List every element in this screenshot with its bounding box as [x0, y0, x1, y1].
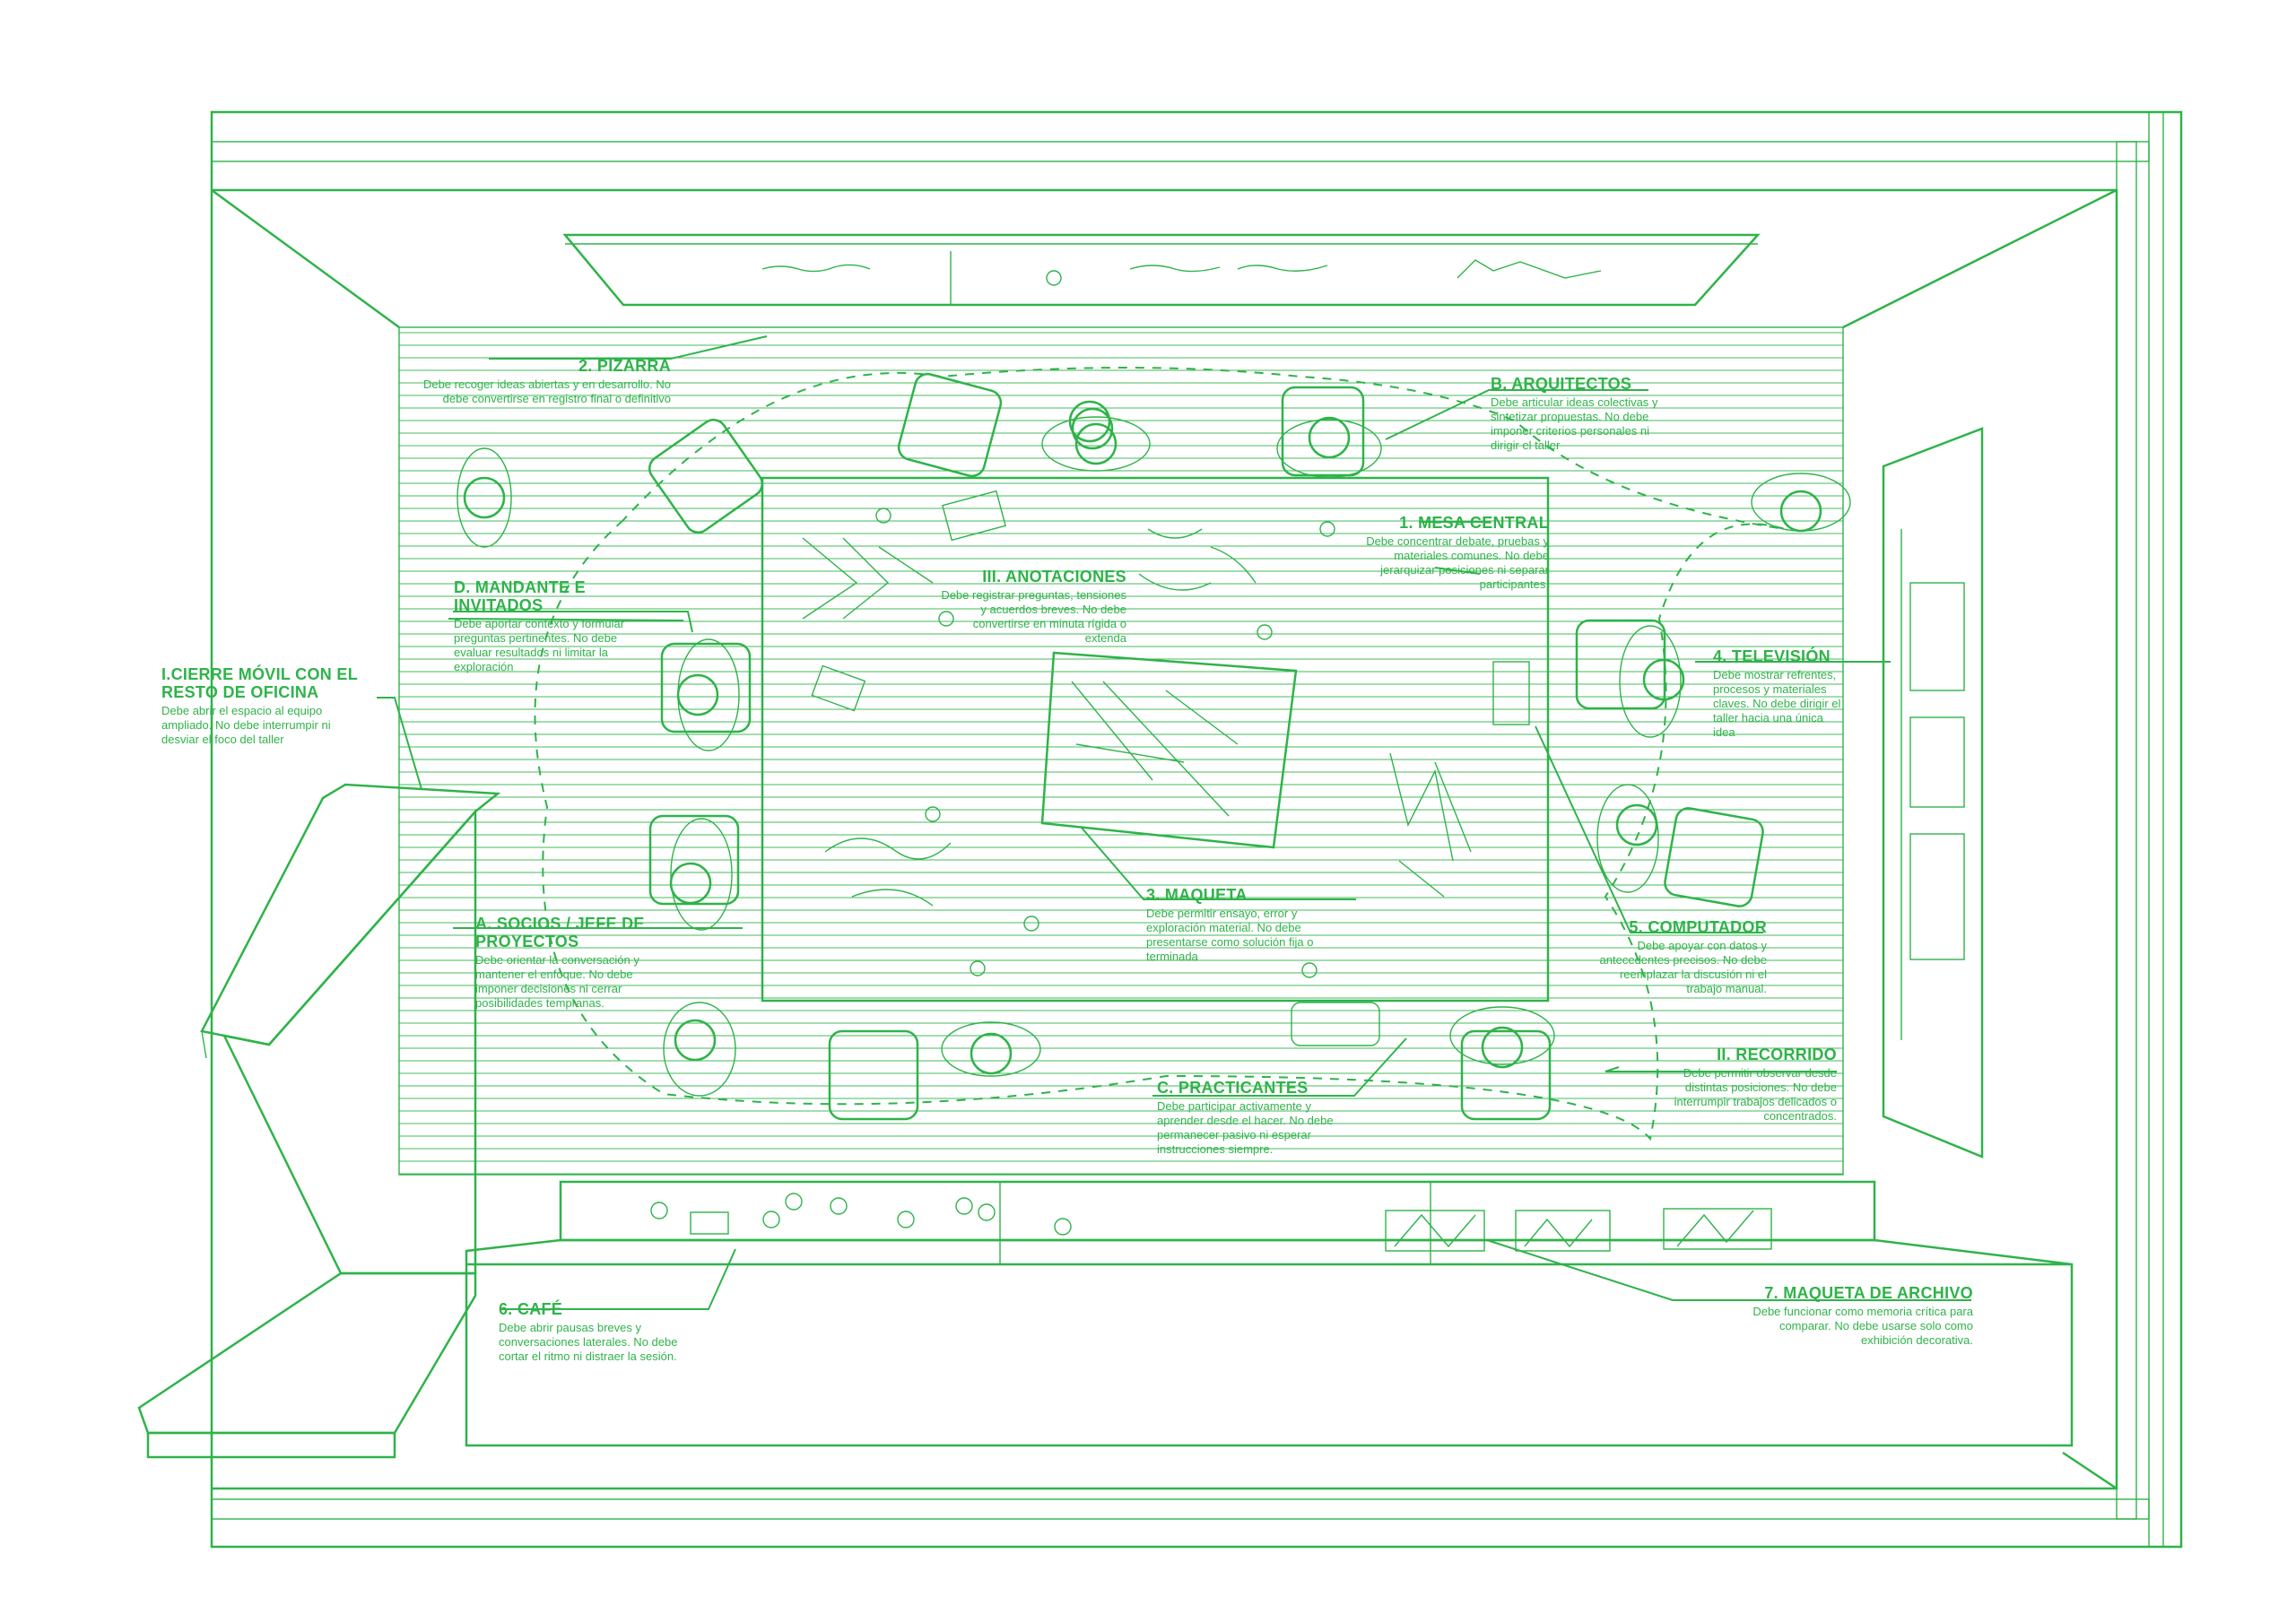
label-mesa-central-title: 1. MESA CENTRAL: [1399, 514, 1549, 532]
chairs: [648, 372, 1764, 1121]
central-table: [761, 476, 1550, 1002]
counter: [465, 1180, 2074, 1447]
label-cierre: I.CIERRE MÓVIL CON EL RESTO DE OFICINA D…: [161, 665, 359, 747]
label-recorrido-desc: Debe permitir observar desde distintas p…: [1674, 1066, 1837, 1123]
people: [457, 400, 1851, 1097]
label-practicantes-title: C. PRACTICANTES: [1157, 1079, 1309, 1097]
label-anotaciones-title: III. ANOTACIONES: [982, 568, 1126, 586]
label-cierre-title: I.CIERRE MÓVIL CON EL RESTO DE OFICINA: [161, 665, 358, 701]
label-computador-title: 5. COMPUTADOR: [1629, 918, 1767, 936]
circulation-path: [534, 367, 1786, 1141]
label-pizarra-title: 2. PIZARRA: [578, 357, 671, 375]
label-recorrido-title: II. RECORRIDO: [1717, 1046, 1837, 1063]
label-cafe-title: 6. CAFÉ: [499, 1300, 563, 1318]
label-computador: 5. COMPUTADOR Debe apoyar con datos y an…: [1583, 918, 1767, 996]
label-archivo-title: 7. MAQUETA DE ARCHIVO: [1764, 1284, 1973, 1302]
leader-lines: [377, 335, 1971, 1310]
label-pizarra-desc: Debe recoger ideas abiertas y en desarro…: [422, 378, 671, 405]
room-walls: [210, 110, 2183, 1549]
floor-area: [398, 326, 1844, 1176]
movable-closure: [137, 783, 501, 1459]
label-socios-title: A. SOCIOS / JEFE DE PROYECTOS: [475, 915, 645, 950]
label-archivo: 7. MAQUETA DE ARCHIVO Debe funcionar com…: [1735, 1284, 1973, 1348]
label-practicantes: C. PRACTICANTES Debe participar activame…: [1157, 1079, 1336, 1157]
label-computador-desc: Debe apoyar con datos y antecedentes pre…: [1599, 939, 1767, 995]
label-television-title: 4. TELEVISIÓN: [1713, 647, 1831, 665]
label-mesa-central-desc: Debe concentrar debate, pruebas y materi…: [1366, 534, 1549, 591]
label-anotaciones: III. ANOTACIONES Debe registrar pregunta…: [940, 568, 1126, 646]
label-pizarra: 2. PIZARRA Debe recoger ideas abiertas y…: [420, 357, 671, 406]
label-socios: A. SOCIOS / JEFE DE PROYECTOS Debe orien…: [475, 915, 646, 1011]
label-arquitectos: B. ARQUITECTOS Debe articular ideas cole…: [1491, 375, 1670, 453]
label-archivo-desc: Debe funcionar como memoria crítica para…: [1752, 1305, 1973, 1347]
label-arquitectos-desc: Debe articular ideas colectivas y sintet…: [1491, 395, 1658, 452]
label-mesa-central: 1. MESA CENTRAL Debe concentrar debate, …: [1359, 514, 1549, 592]
label-maqueta-desc: Debe permitir ensayo, error y exploració…: [1146, 907, 1314, 963]
label-anotaciones-desc: Debe registrar preguntas, tensiones y ac…: [941, 588, 1126, 645]
label-mandante-desc: Debe aportar contexto y formular pregunt…: [454, 617, 625, 673]
label-practicantes-desc: Debe participar activamente y aprender d…: [1157, 1099, 1334, 1156]
label-cafe-desc: Debe abrir pausas breves y conversacione…: [499, 1321, 678, 1363]
television: [1882, 427, 1984, 1159]
label-mandante: D. MANDANTE E INVITADOS Debe aportar con…: [454, 578, 633, 674]
label-recorrido: II. RECORRIDO Debe permitir observar des…: [1657, 1046, 1837, 1124]
label-television: 4. TELEVISIÓN Debe mostrar refrentes, pr…: [1713, 647, 1848, 740]
label-mandante-title: D. MANDANTE E INVITADOS: [454, 578, 586, 614]
label-maqueta: 3. MAQUETA Debe permitir ensayo, error y…: [1146, 886, 1344, 964]
label-arquitectos-title: B. ARQUITECTOS: [1491, 375, 1632, 393]
label-maqueta-title: 3. MAQUETA: [1146, 886, 1248, 904]
label-television-desc: Debe mostrar refrentes, procesos y mater…: [1713, 668, 1841, 739]
label-socios-desc: Debe orientar la conversación y mantener…: [475, 953, 639, 1010]
whiteboard: [562, 233, 1761, 307]
label-cafe: 6. CAFÉ Debe abrir pausas breves y conve…: [499, 1300, 678, 1364]
label-cierre-desc: Debe abrir el espacio al equipo ampliado…: [161, 704, 331, 746]
